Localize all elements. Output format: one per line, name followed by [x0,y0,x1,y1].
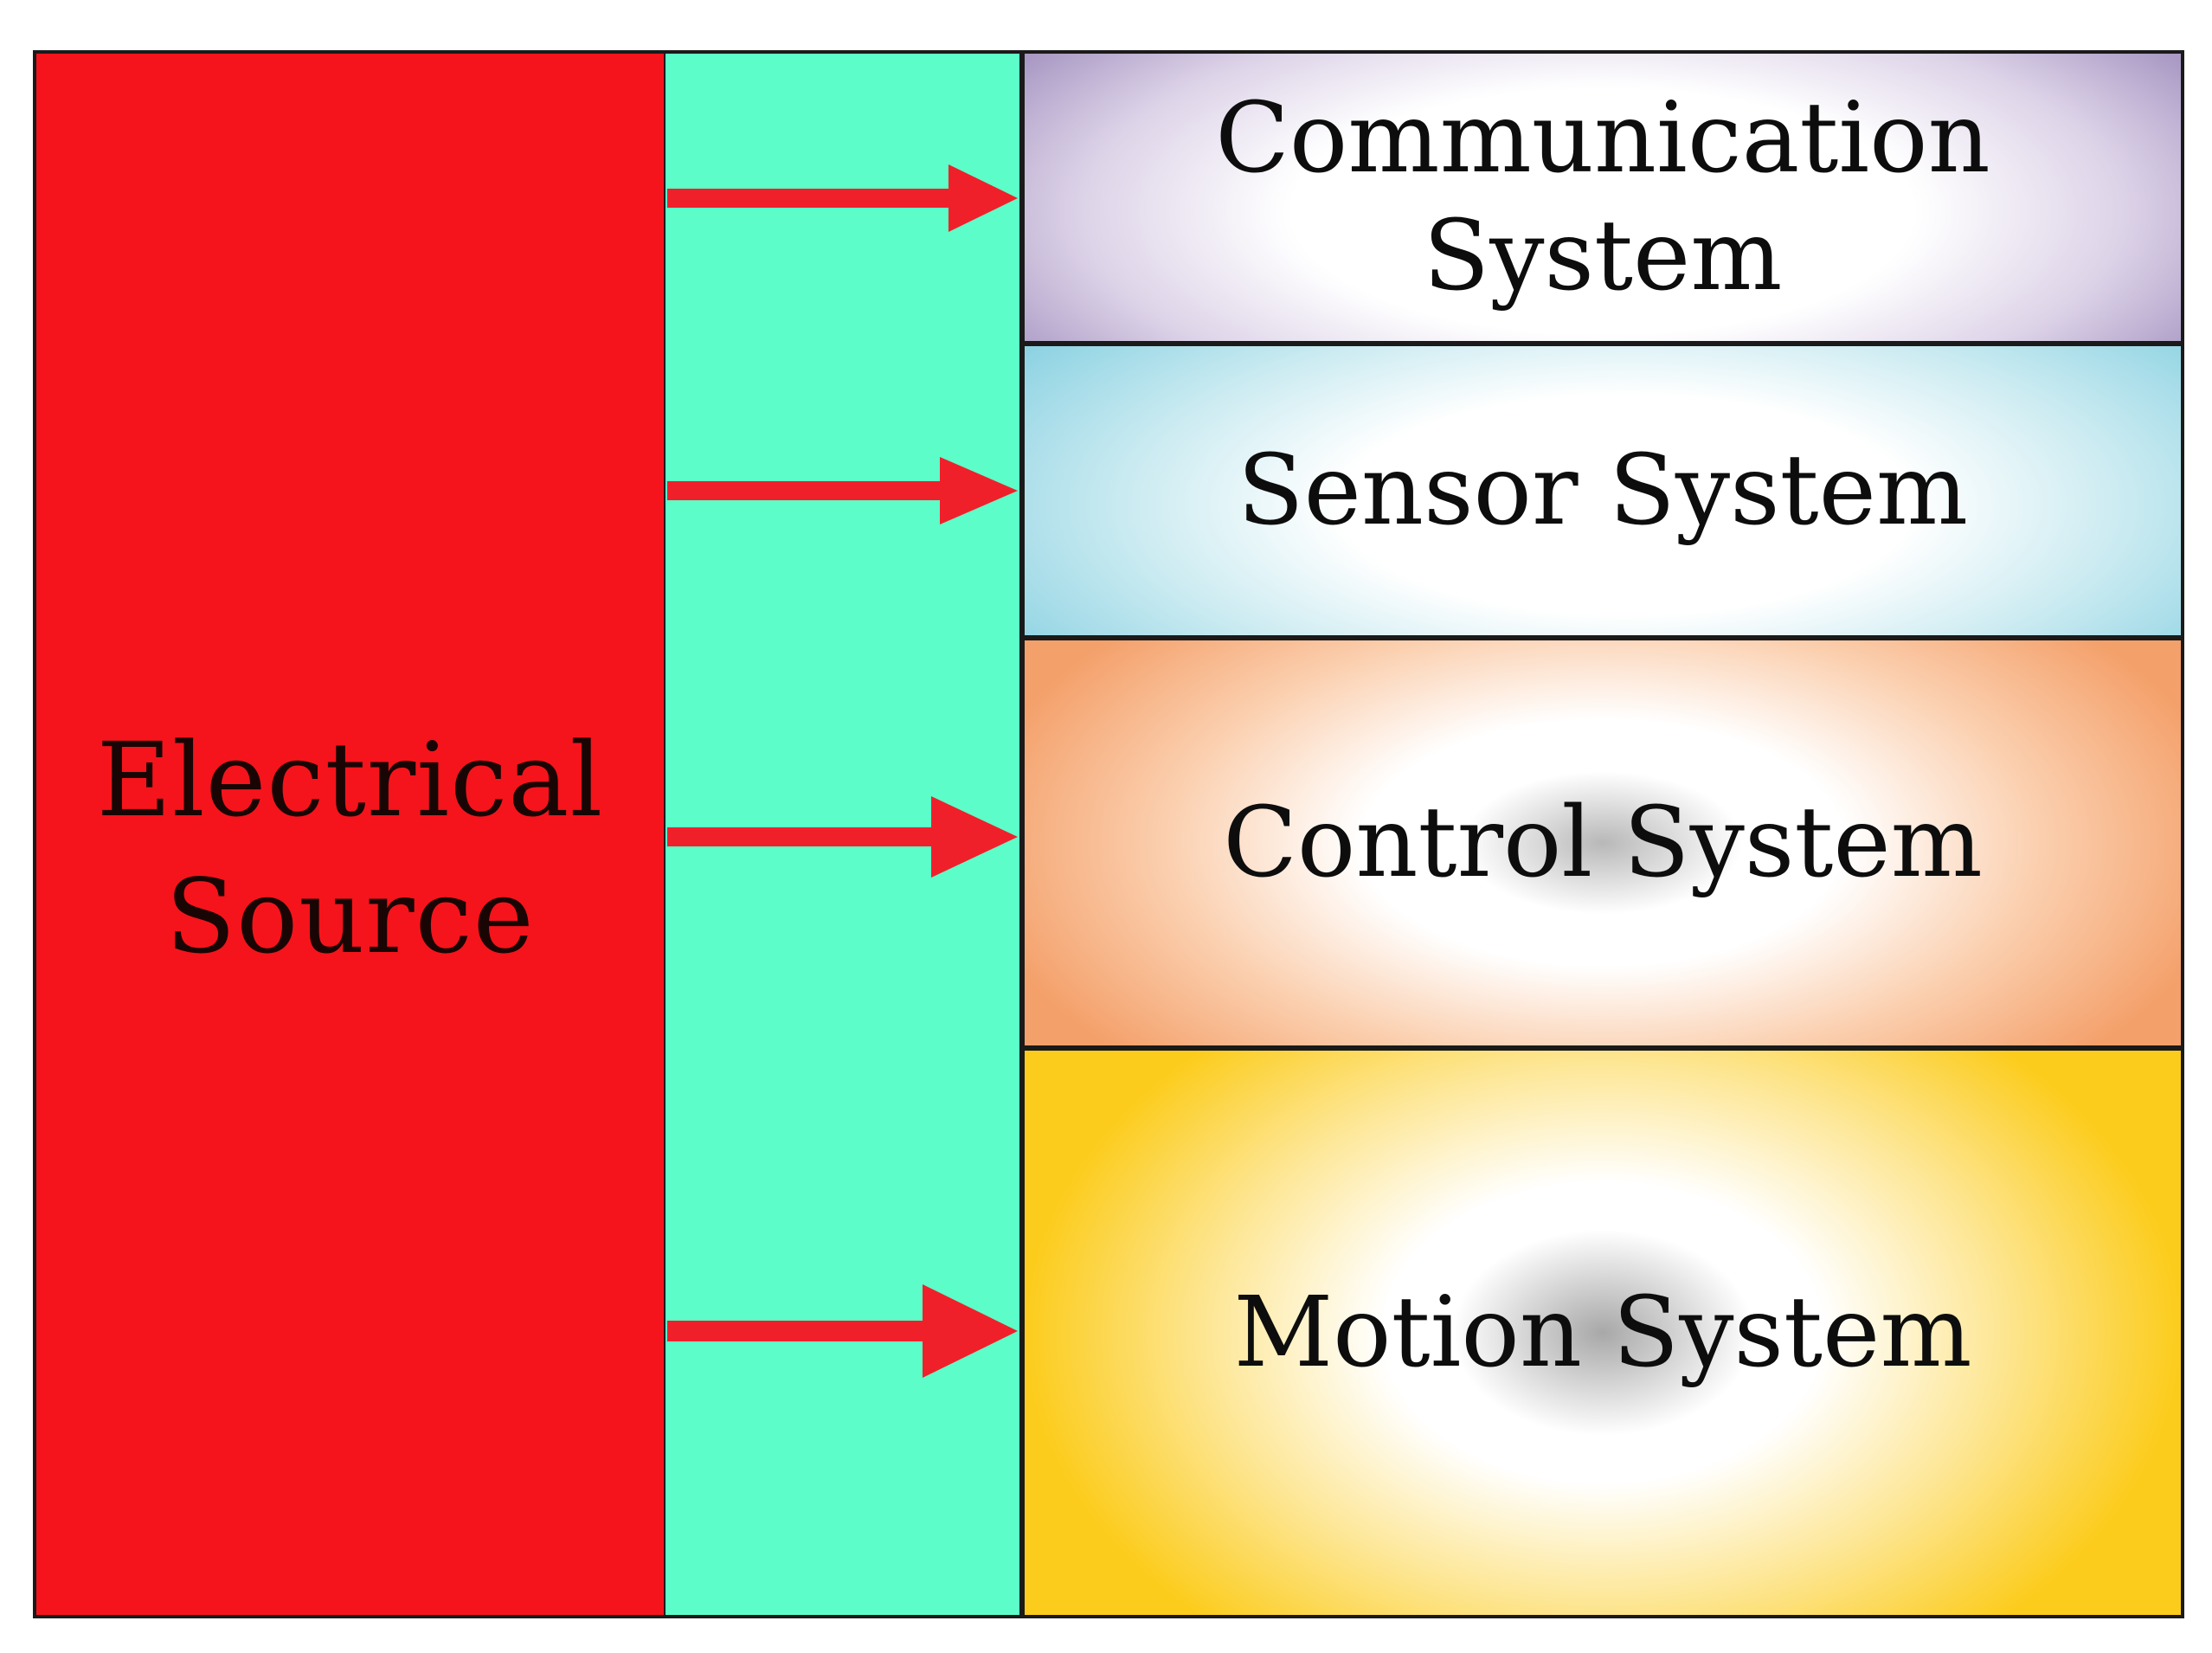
motion-system-block: Motion System [1021,1047,2184,1618]
sensor-system-block: Sensor System [1021,343,2184,639]
control-system-block: Control System [1021,637,2184,1049]
electrical-source-label: Electrical Source [36,711,664,985]
communication-label-line-1: Communication [1215,82,1990,195]
sensor-label-line-1: Sensor System [1237,434,1969,547]
motion-label-line-1: Motion System [1233,1277,1972,1389]
electrical-source-block: Electrical Source [33,50,667,1618]
motion-system-label: Motion System [1233,1274,1971,1392]
control-label-line-1: Control System [1223,787,1983,899]
source-label-line-2: Source [165,857,535,976]
communication-system-block: Communication System [1021,50,2184,344]
communication-system-label: Communication System [1215,80,1990,315]
power-distribution-channel [666,50,1023,1618]
communication-label-line-2: System [1423,200,1783,312]
control-system-label: Control System [1223,784,1983,902]
sensor-system-label: Sensor System [1238,432,1968,550]
source-label-line-1: Electrical [96,720,604,839]
